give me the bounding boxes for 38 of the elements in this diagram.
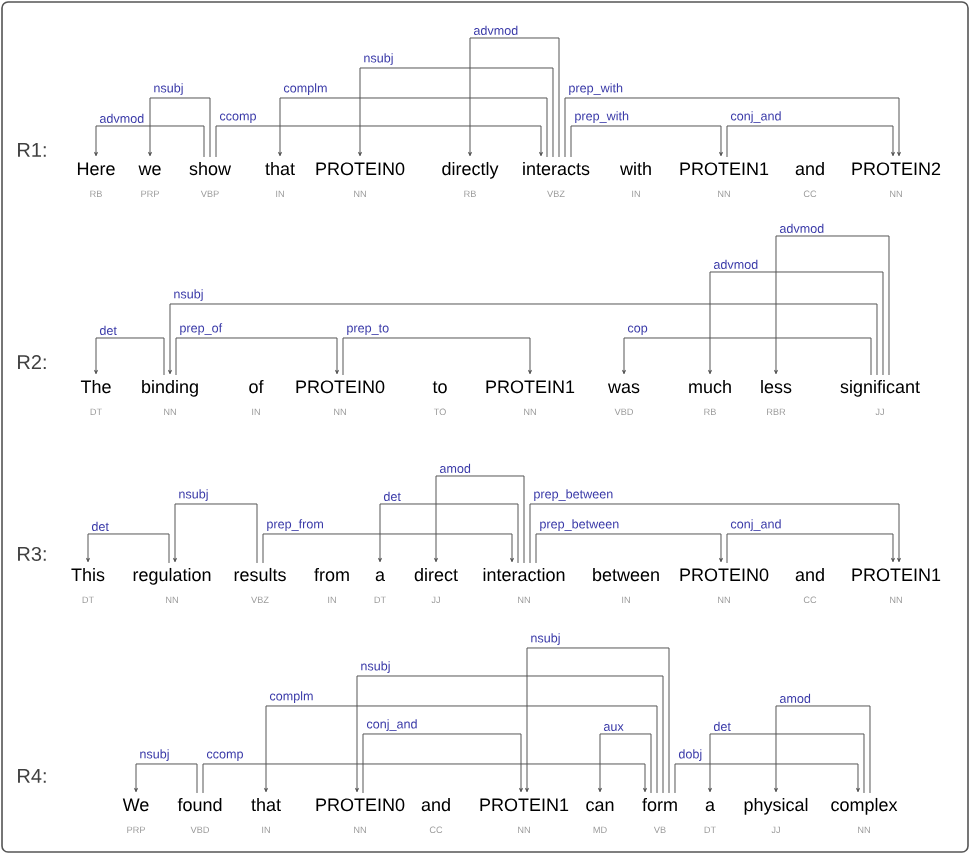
dependency-arrow [264, 705, 658, 794]
dependency-arrow [598, 733, 652, 794]
dependency-arrow [358, 67, 554, 158]
dependency-arrow [94, 337, 165, 376]
dependency-arrow [726, 125, 895, 158]
dependency-arrow [355, 675, 664, 794]
dependency-arrow [262, 533, 514, 564]
dependency-arrow [622, 337, 872, 376]
dependency-arrow [774, 235, 890, 376]
dependency-arrow [278, 97, 548, 158]
dependency-arrow [708, 733, 865, 794]
dependency-arrow [726, 533, 895, 564]
dependency-arrow [173, 503, 258, 564]
dependency-arrow [202, 763, 647, 794]
dependency-arrow [674, 763, 860, 794]
dependency-arrow [94, 125, 205, 158]
dependency-arrow [215, 125, 543, 158]
row-label: R1: [18, 143, 46, 157]
dependency-arrow [708, 271, 884, 376]
row-label: R4: [18, 769, 46, 783]
dependency-arrow [134, 763, 198, 794]
dependency-arrow [148, 97, 211, 158]
dependency-arrow [468, 37, 560, 158]
dependency-arrow [86, 533, 170, 564]
dependency-arrow [362, 733, 523, 794]
dependency-arrow [342, 337, 532, 376]
dependency-arrow [535, 533, 723, 564]
dependency-arrow [570, 125, 723, 158]
row-label: R2: [18, 355, 46, 369]
dependency-arrow [175, 337, 339, 376]
dependency-arrow [168, 303, 878, 376]
dependency-arrow [564, 97, 901, 158]
dependency-arrow [378, 503, 519, 564]
dependency-arrow [529, 503, 901, 564]
dependency-arrow [774, 705, 871, 794]
dependency-arrow [434, 475, 525, 564]
dependency-arrow [525, 647, 670, 794]
row-label: R3: [18, 546, 46, 562]
